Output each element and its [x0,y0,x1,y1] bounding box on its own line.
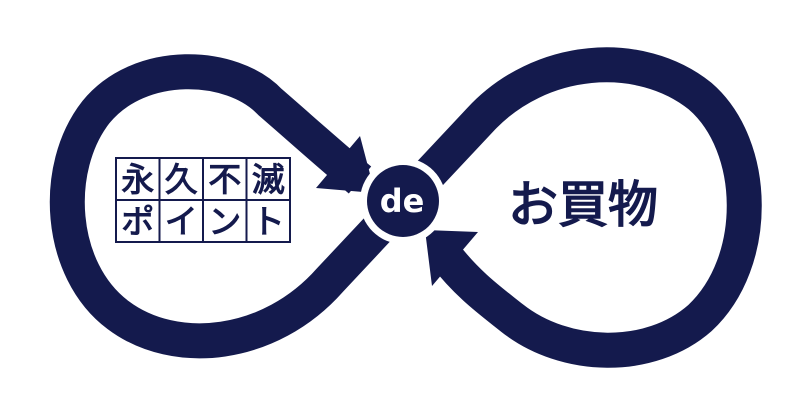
grid-char: 不 [208,160,241,199]
center-circle [367,165,439,237]
center-label: de [380,182,425,220]
grid-char: 永 [121,160,154,199]
character-grid: 永久不滅ポイント [115,157,291,243]
grid-char: ポ [121,202,154,241]
grid-cell [245,199,291,243]
grid-char: 久 [165,160,198,199]
grid-char: ン [208,202,241,241]
grid-char: ト [252,202,285,241]
grid-char: 滅 [252,160,285,199]
arrow-head-upper [316,136,375,193]
grid-char: イ [165,202,198,241]
arrow-head-lower [425,230,478,286]
right-label: お買物 [508,176,658,234]
